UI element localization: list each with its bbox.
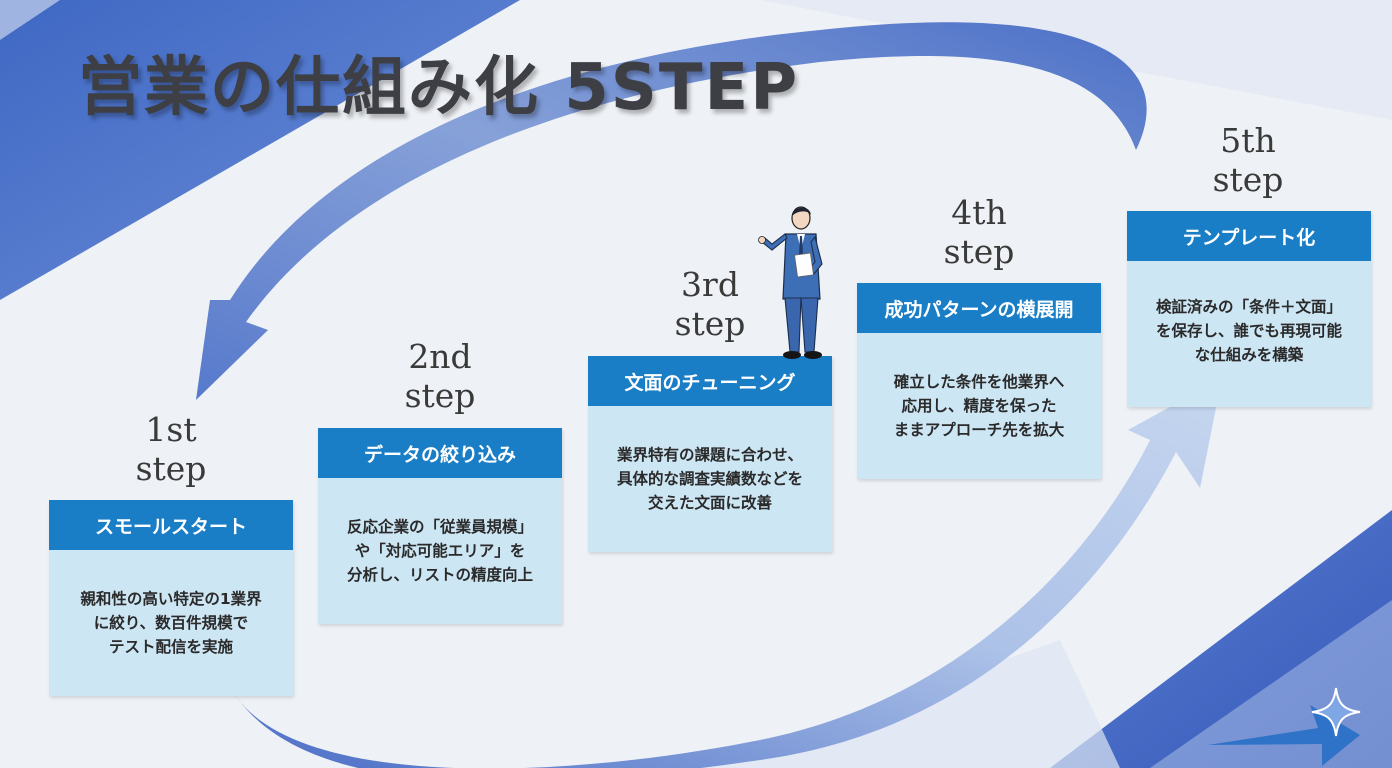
step-2-line-3: 分析し、リストの精度向上 [346,566,533,584]
step-5-word: step [1212,160,1284,199]
forward-arrow [1208,705,1360,766]
step-1-label: 1st step [91,410,251,488]
step-5-line-2: を保存し、誰でも再現可能 [1155,322,1342,340]
step-1-description: 親和性の高い特定の1業界 に絞り、数百件規模で テスト配信を実施 [49,550,293,696]
step-2-card: データの絞り込み 反応企業の「従業員規模」 や「対応可能エリア」を 分析し、リス… [318,428,562,624]
step-4-word: step [943,232,1015,271]
step-2-line-1: 反応企業の「従業員規模」 [346,518,533,536]
step-3-card: 文面のチューニング 業界特有の課題に合わせ、 具体的な調査実績数などを 交えた文… [588,356,832,552]
page-title: 営業の仕組み化 5STEP [78,51,800,125]
step-3-line-3: 交えた文面に改善 [647,494,772,512]
corner-top-left-light [0,0,60,40]
step-4-ordinal: 4th [951,193,1007,232]
step-2-line-2: や「対応可能エリア」を [354,542,526,560]
step-3-ordinal: 3rd [681,265,739,304]
step-2-label: 2nd step [360,337,520,415]
step-5-ordinal: 5th [1220,121,1276,160]
corner-top-right-light [560,0,1392,120]
step-3-heading: 文面のチューニング [588,356,832,406]
step-1-heading: スモールスタート [49,500,293,550]
step-4-description: 確立した条件を他業界へ 応用し、精度を保った ままアプローチ先を拡大 [857,333,1101,479]
step-1-line-3: テスト配信を実施 [108,638,233,656]
step-1-ordinal: 1st [145,410,197,449]
step-5-heading: テンプレート化 [1127,211,1371,261]
step-2-word: step [404,376,476,415]
step-4-label: 4th step [899,193,1059,271]
step-4-heading: 成功パターンの横展開 [857,283,1101,333]
step-1-line-2: に絞り、数百件規模で [93,614,249,632]
step-1-line-1: 親和性の高い特定の1業界 [80,590,262,608]
step-2-heading: データの絞り込み [318,428,562,478]
step-5-label: 5th step [1168,121,1328,199]
step-5-line-1: 検証済みの「条件＋文面」 [1155,298,1342,316]
step-5-line-3: な仕組みを構築 [1194,346,1304,364]
step-3-label: 3rd step [630,265,790,343]
step-1-card: スモールスタート 親和性の高い特定の1業界 に絞り、数百件規模で テスト配信を実… [49,500,293,696]
step-4-line-3: ままアプローチ先を拡大 [893,421,1065,439]
step-3-description: 業界特有の課題に合わせ、 具体的な調査実績数などを 交えた文面に改善 [588,406,832,552]
step-5-description: 検証済みの「条件＋文面」 を保存し、誰でも再現可能 な仕組みを構築 [1127,261,1371,407]
step-4-card: 成功パターンの横展開 確立した条件を他業界へ 応用し、精度を保った ままアプロー… [857,283,1101,479]
corner-top-left [0,0,520,300]
step-3-line-2: 具体的な調査実績数などを [616,470,803,488]
step-4-line-2: 応用し、精度を保った [901,397,1057,415]
sparkle-star-icon [1311,687,1361,737]
cycle-arrow-upper [196,22,1147,401]
step-2-ordinal: 2nd [408,337,472,376]
step-3-word: step [674,304,746,343]
step-2-description: 反応企業の「従業員規模」 や「対応可能エリア」を 分析し、リストの精度向上 [318,478,562,624]
cycle-arrow-lower [232,378,1222,768]
step-1-word: step [135,449,207,488]
step-3-line-1: 業界特有の課題に合わせ、 [616,446,803,464]
step-5-card: テンプレート化 検証済みの「条件＋文面」 を保存し、誰でも再現可能 な仕組みを構… [1127,211,1371,407]
step-4-line-1: 確立した条件を他業界へ [893,373,1065,391]
businessman-presenter-icon [758,206,823,359]
